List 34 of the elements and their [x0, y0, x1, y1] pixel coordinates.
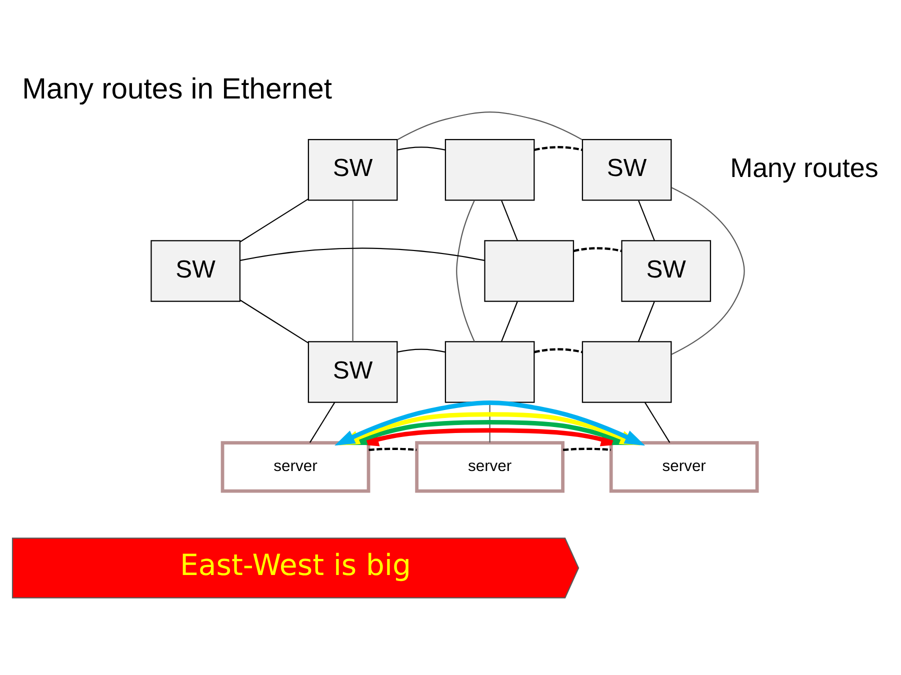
connector: [671, 187, 745, 355]
connector: [644, 402, 670, 443]
connector: [397, 112, 582, 140]
node-box: [484, 240, 574, 302]
connector: [240, 300, 308, 344]
connector: [240, 248, 485, 261]
node-box: SW: [582, 139, 672, 201]
connector: [501, 200, 518, 241]
connector: [638, 302, 655, 342]
label: Many routes: [730, 152, 878, 183]
node-box: SW: [308, 341, 398, 403]
connector: [573, 247, 622, 252]
diagram-title: Many routes in Ethernet: [22, 73, 332, 106]
connector: [638, 200, 655, 241]
node-box: SW: [308, 139, 398, 201]
node-box: server: [609, 441, 759, 493]
node-box: [582, 341, 672, 403]
connector: [397, 146, 446, 150]
node-box: SW: [150, 240, 240, 302]
node-box: server: [220, 441, 370, 493]
connector: [456, 200, 475, 342]
connector: [397, 348, 446, 353]
node-box: SW: [621, 240, 712, 302]
connector: [562, 448, 611, 452]
connector: [352, 200, 354, 342]
node-box: server: [415, 441, 564, 493]
connector: [240, 198, 308, 242]
node-box: [444, 139, 535, 201]
connector: [500, 302, 518, 342]
node-box: [444, 341, 535, 403]
connector: [309, 402, 336, 443]
connector: [534, 146, 583, 152]
connector: [368, 448, 417, 452]
connector: [534, 348, 583, 354]
